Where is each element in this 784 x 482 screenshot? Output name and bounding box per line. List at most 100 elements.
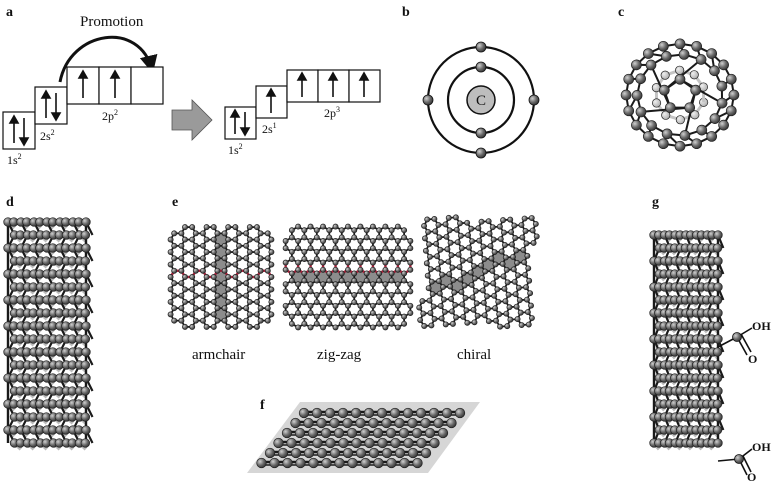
carbon-atom bbox=[332, 310, 339, 316]
carbon-atom bbox=[490, 236, 497, 243]
carbon-atom bbox=[448, 252, 455, 259]
carbon-atom bbox=[326, 299, 333, 306]
carbon-atom bbox=[288, 227, 295, 234]
highlight-hex bbox=[213, 245, 229, 259]
carbon-atom bbox=[529, 227, 536, 234]
carbon-atom bbox=[189, 224, 196, 231]
carbon-atom bbox=[520, 246, 527, 253]
carbon-atom bbox=[355, 447, 367, 459]
carbon-atom bbox=[525, 265, 532, 272]
carbon-atom bbox=[342, 447, 354, 459]
carbon-atom bbox=[257, 292, 264, 299]
carbon-atom bbox=[329, 447, 341, 459]
carbon-atom bbox=[497, 323, 504, 330]
carbon-atom bbox=[712, 243, 723, 253]
carbon-atom bbox=[192, 292, 199, 299]
carbon-atom bbox=[504, 323, 511, 330]
carbon-atom bbox=[661, 128, 673, 140]
highlight-hex bbox=[213, 270, 229, 284]
carbon-atom bbox=[369, 281, 376, 288]
carbon-atom bbox=[307, 310, 314, 316]
carbon-atom bbox=[307, 266, 314, 273]
carbon-atom bbox=[507, 316, 514, 323]
carbon-atom bbox=[467, 269, 474, 276]
carbon-atom bbox=[424, 427, 436, 439]
carbon-atom bbox=[401, 227, 408, 234]
carbon-atom bbox=[295, 259, 302, 266]
carbon-atom bbox=[203, 224, 210, 231]
carbon-atom bbox=[189, 249, 196, 256]
carbon-atom bbox=[440, 296, 447, 303]
carbon-atom bbox=[442, 221, 449, 228]
carbon-atom bbox=[479, 275, 485, 281]
carbon-atom bbox=[428, 278, 435, 285]
carbon-atom bbox=[182, 261, 188, 268]
carbon-atom bbox=[718, 59, 729, 71]
carbon-atom bbox=[460, 270, 467, 277]
carbon-atom bbox=[407, 266, 414, 273]
nucleus bbox=[466, 85, 496, 115]
carbon-atom bbox=[225, 311, 232, 318]
carbon-atom bbox=[307, 259, 314, 266]
carbon-atom bbox=[420, 310, 427, 317]
carbon-atom bbox=[171, 242, 178, 249]
carbon-atom bbox=[411, 427, 423, 439]
carbon-atom bbox=[225, 249, 232, 256]
carbon-atom bbox=[290, 417, 301, 429]
carbon-atom bbox=[718, 119, 729, 131]
carbon-atom bbox=[388, 299, 395, 306]
carbon-atom bbox=[232, 286, 239, 293]
carbon-atom bbox=[254, 224, 260, 231]
carbon-atom bbox=[421, 223, 428, 229]
carbon-atom bbox=[712, 399, 723, 409]
highlight-hex bbox=[379, 269, 392, 285]
carbon-atom bbox=[480, 299, 487, 306]
carbon-atom bbox=[445, 258, 452, 265]
carbon-atom bbox=[424, 272, 431, 279]
carbon-atom bbox=[484, 305, 491, 312]
carbon-atom bbox=[713, 386, 723, 396]
carbon-atom bbox=[528, 302, 534, 309]
carbon-atom bbox=[696, 124, 708, 136]
carbon-atom bbox=[257, 267, 264, 274]
carbon-atom bbox=[398, 427, 410, 439]
carbon-atom bbox=[351, 227, 358, 234]
carbon-atom bbox=[469, 238, 476, 245]
carbon-atom bbox=[210, 311, 217, 318]
carbon-atom bbox=[286, 437, 297, 449]
carbon-atom bbox=[308, 457, 319, 469]
carbon-atom bbox=[433, 417, 444, 429]
carbon-atom bbox=[401, 270, 408, 277]
carbon-atom bbox=[326, 292, 333, 298]
carbon-atom bbox=[501, 285, 508, 292]
carbon-atom bbox=[363, 270, 370, 277]
carbon-atom bbox=[490, 280, 497, 287]
carbon-atom bbox=[457, 276, 464, 283]
carbon-atom bbox=[679, 130, 691, 141]
carbon-atom bbox=[320, 324, 327, 331]
carbon-atom bbox=[463, 307, 470, 314]
highlight-hex bbox=[213, 283, 229, 296]
carbon-atom bbox=[466, 244, 472, 251]
carbon-atom bbox=[407, 302, 414, 309]
carbon-atom bbox=[232, 249, 239, 256]
carbon-atom bbox=[507, 216, 514, 223]
carbon-atom bbox=[243, 305, 250, 312]
carbon-atom bbox=[200, 267, 206, 274]
carbon-atom bbox=[81, 373, 91, 383]
carbon-atom bbox=[200, 255, 206, 262]
carbon-atom bbox=[178, 292, 185, 299]
carbon-atom bbox=[307, 245, 314, 252]
carbon-atom bbox=[394, 417, 405, 429]
carbon-atom bbox=[474, 312, 481, 319]
carbon-atom bbox=[351, 437, 362, 449]
carbon-atom bbox=[301, 313, 308, 320]
carbon-atom bbox=[678, 49, 690, 60]
carbon-atom bbox=[476, 237, 483, 244]
panel-e: e armchair zig-zag chiral bbox=[167, 195, 540, 363]
carbon-atom bbox=[236, 317, 242, 324]
panel-f: f bbox=[247, 398, 480, 473]
carbon-atom bbox=[514, 316, 521, 323]
carbon-atom bbox=[491, 249, 498, 255]
carbon-atom bbox=[453, 314, 460, 321]
